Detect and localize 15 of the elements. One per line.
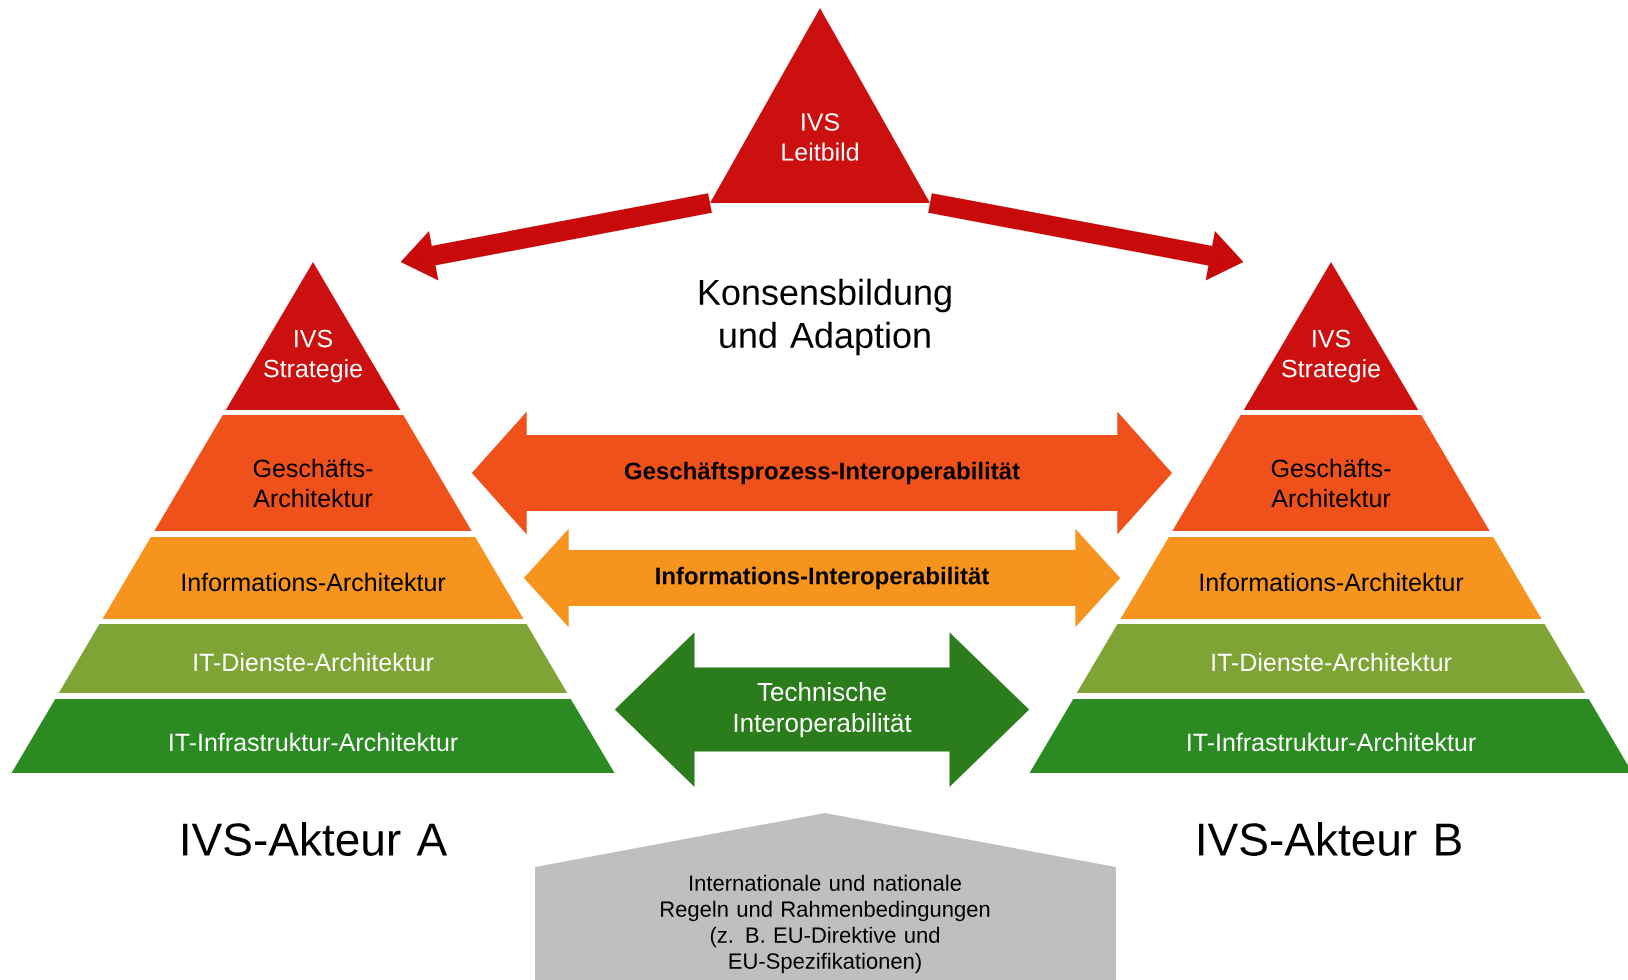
pyramid-layer: Geschäfts-Architektur	[1172, 415, 1490, 531]
pyramid-layer: IVS Strategie	[1243, 262, 1419, 410]
caption-text: Konsensbildung und Adaption	[699, 278, 951, 356]
edge-label: Informations-Interoperabilität	[656, 566, 990, 590]
pyramid-layer: IT-Infrastruktur-Architektur	[1029, 699, 1628, 773]
edge-label: Geschäftsprozess-Interoperabilität	[624, 461, 1020, 485]
actor-title: IVS-Akteur A	[183, 822, 448, 856]
pyramid-layer: IT-Infrastruktur-Architektur	[11, 699, 615, 773]
triangle: IVS Leitbild	[710, 8, 930, 203]
pyramid-layer: IT-Dienste-Architektur	[1076, 624, 1586, 693]
pyramid-layer: IVS Strategie	[225, 262, 401, 410]
actor-title: IVS-Akteur B	[1199, 822, 1461, 856]
edge-label: Technische Interoperabilität	[734, 682, 912, 738]
pyramid-layer: IT-Dienste-Architektur	[58, 624, 568, 693]
pyramid-layer: Geschäfts-Architektur	[154, 415, 472, 531]
